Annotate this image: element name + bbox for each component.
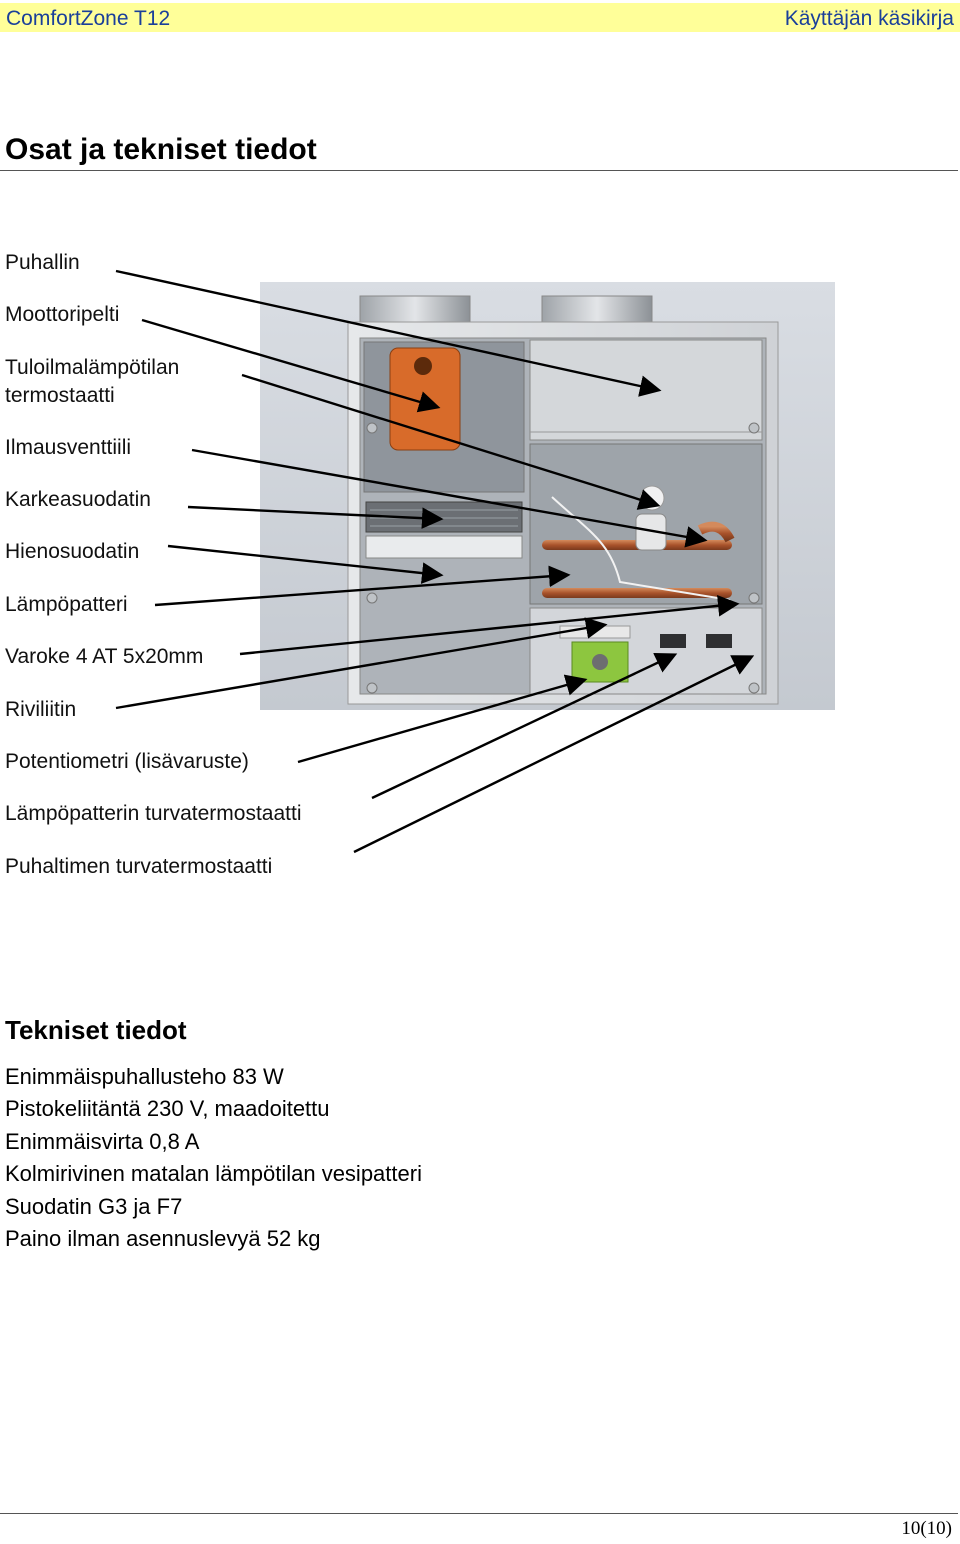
part-label-fan: Puhallin xyxy=(5,251,80,274)
part-label-bleed-valve: Ilmausventtiili xyxy=(5,436,132,459)
spec-item: Kolmirivinen matalan lämpötilan vesipatt… xyxy=(5,1161,422,1186)
page-header: ComfortZone T12 Käyttäjän käsikirja xyxy=(0,3,960,32)
part-label-potentiometer: Potentiometri (lisävaruste) xyxy=(5,750,249,773)
specs-title: Tekniset tiedot xyxy=(5,1015,187,1045)
page-title: Osat ja tekniset tiedot xyxy=(5,133,317,166)
spec-item: Paino ilman asennuslevyä 52 kg xyxy=(5,1226,321,1251)
page-number: 10(10) xyxy=(901,1518,952,1539)
part-label-supply-air-thermostat: Tuloilmalämpötilan termostaatti xyxy=(5,356,180,407)
part-label-coarse-filter: Karkeasuodatin xyxy=(5,488,151,511)
part-label-terminal-block: Riviliitin xyxy=(5,698,77,721)
part-label-heating-coil: Lämpöpatteri xyxy=(5,593,128,616)
spec-item: Suodatin G3 ja F7 xyxy=(5,1194,183,1219)
part-label-fuse: Varoke 4 AT 5x20mm xyxy=(5,645,204,668)
product-name: ComfortZone T12 xyxy=(6,7,171,30)
title-divider xyxy=(0,170,958,171)
part-label-fan-safety-thermostat: Puhaltimen turvatermostaatti xyxy=(5,855,273,878)
spec-item: Pistokeliitäntä 230 V, maadoitettu xyxy=(5,1096,330,1121)
part-label-damper-motor: Moottoripelti xyxy=(5,303,120,326)
part-label-fine-filter: Hienosuodatin xyxy=(5,540,140,563)
document-name: Käyttäjän käsikirja xyxy=(784,7,954,30)
footer-divider xyxy=(0,1513,958,1514)
spec-item: Enimmäispuhallusteho 83 W xyxy=(5,1064,284,1089)
spec-item: Enimmäisvirta 0,8 A xyxy=(5,1129,200,1154)
part-label-coil-safety-thermostat: Lämpöpatterin turvatermostaatti xyxy=(5,802,302,825)
